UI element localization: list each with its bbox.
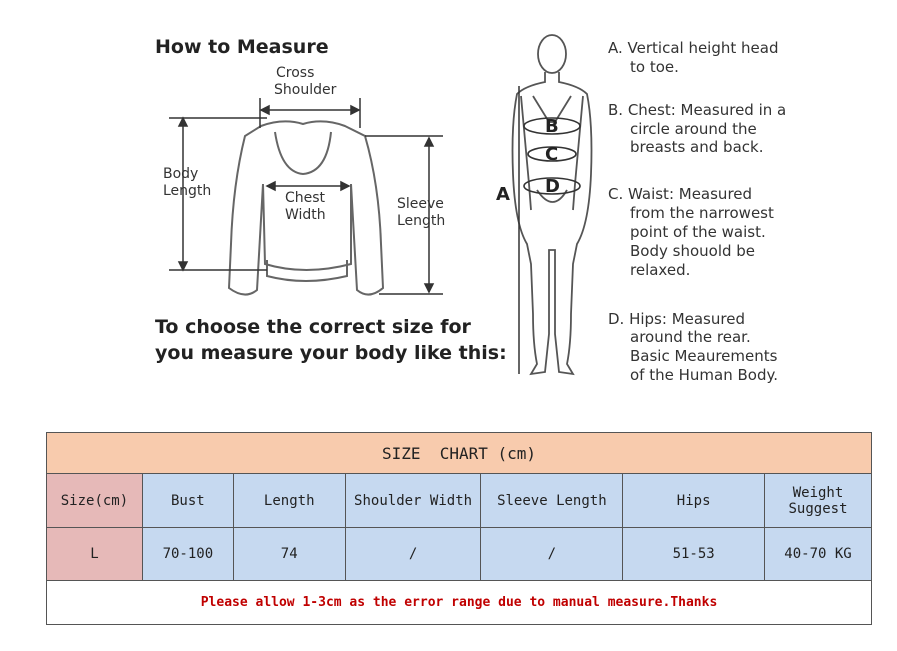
note-b-line-3: breasts and back. bbox=[630, 138, 763, 156]
instruction-line-2: you measure your body like this: bbox=[155, 342, 507, 364]
note-d-line-2: around the rear. bbox=[630, 328, 751, 346]
chest-width-label-1: Chest bbox=[285, 190, 326, 206]
header-weight-suggest: Weight Suggest bbox=[764, 473, 872, 528]
cell-sleeve-length: / bbox=[480, 527, 624, 581]
cross-shoulder-label-1: Cross bbox=[276, 65, 314, 81]
cell-bust: 70-100 bbox=[141, 527, 234, 581]
cell-size: L bbox=[46, 527, 143, 581]
measurement-notes: A. Vertical height head to toe. B. Chest… bbox=[608, 39, 786, 384]
cross-shoulder-arrow bbox=[259, 98, 361, 128]
measure-lines bbox=[523, 117, 581, 195]
note-c-line-5: relaxed. bbox=[630, 261, 690, 279]
note-d-line-4: of the Human Body. bbox=[630, 366, 778, 384]
table-row: L 70-100 74 / / 51-53 40-70 KG bbox=[46, 527, 872, 581]
size-chart-note-row: Please allow 1-3cm as the error range du… bbox=[46, 580, 872, 625]
human-body-icon bbox=[511, 34, 593, 376]
guide-title: How to Measure bbox=[155, 36, 329, 58]
cell-shoulder-width: / bbox=[344, 527, 482, 581]
chest-width-label-2: Width bbox=[285, 207, 326, 223]
sleeve-length-label-2: Length bbox=[397, 213, 445, 229]
header-hips: Hips bbox=[622, 473, 766, 528]
letter-c: C bbox=[545, 144, 558, 165]
cell-length: 74 bbox=[232, 527, 346, 581]
instruction-line-1: To choose the correct size for bbox=[155, 316, 472, 338]
cell-weight-suggest: 40-70 KG bbox=[764, 527, 872, 581]
note-c-line-2: from the narrowest bbox=[630, 204, 774, 222]
header-size: Size(cm) bbox=[46, 473, 143, 528]
body-length-label-2: Length bbox=[163, 183, 211, 199]
header-shoulder-width: Shoulder Width bbox=[344, 473, 482, 528]
note-c-line-3: point of the waist. bbox=[630, 223, 766, 241]
size-chart-title: SIZE CHART (cm) bbox=[46, 432, 872, 474]
body-length-arrow bbox=[169, 116, 267, 272]
letter-a: A bbox=[496, 184, 510, 205]
header-bust: Bust bbox=[141, 473, 234, 528]
sleeve-length-arrow bbox=[365, 135, 443, 295]
size-chart-header-row: Size(cm) Bust Length Shoulder Width Slee… bbox=[46, 473, 872, 528]
cross-shoulder-label-2: Shoulder bbox=[274, 82, 337, 98]
sleeve-length-label-1: Sleeve bbox=[397, 196, 444, 212]
note-a-line-2: to toe. bbox=[630, 58, 679, 76]
sweater-icon bbox=[227, 120, 385, 296]
size-chart-note: Please allow 1-3cm as the error range du… bbox=[46, 580, 872, 625]
measurement-guide-image: How to Measure Cross Shoulder Body Lengt… bbox=[133, 14, 813, 422]
note-b-line-1: B. Chest: Measured in a bbox=[608, 101, 786, 119]
size-chart-table: SIZE CHART (cm) Size(cm) Bust Length Sho… bbox=[46, 432, 872, 625]
note-a-line-1: A. Vertical height head bbox=[608, 39, 778, 57]
header-length: Length bbox=[232, 473, 346, 528]
header-sleeve-length: Sleeve Length bbox=[480, 473, 624, 528]
chest-width-arrow bbox=[265, 180, 351, 192]
note-c-line-4: Body shouold be bbox=[630, 242, 755, 260]
letter-b: B bbox=[545, 116, 559, 137]
note-d-line-1: D. Hips: Measured bbox=[608, 310, 745, 328]
size-chart-title-row: SIZE CHART (cm) bbox=[46, 432, 872, 474]
note-d-line-3: Basic Meaurements bbox=[630, 347, 778, 365]
body-length-label-1: Body bbox=[163, 166, 198, 182]
letter-d: D bbox=[545, 176, 560, 197]
cell-hips: 51-53 bbox=[622, 527, 766, 581]
measurement-illustration: How to Measure Cross Shoulder Body Lengt… bbox=[155, 34, 786, 384]
note-c-line-1: C. Waist: Measured bbox=[608, 185, 752, 203]
note-b-line-2: circle around the bbox=[630, 120, 757, 138]
